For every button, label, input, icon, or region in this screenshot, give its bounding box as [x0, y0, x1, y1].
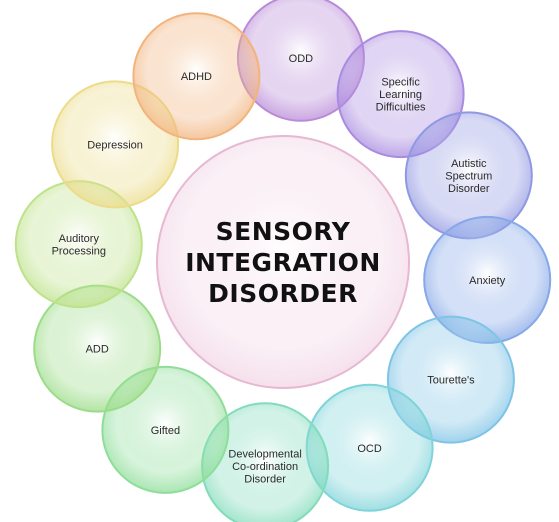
label-depression: Depression [87, 139, 143, 151]
label-ocd: OCD [357, 443, 382, 455]
circle-adhd [132, 12, 261, 141]
label-odd: ODD [289, 53, 314, 65]
outer-circles [14, 0, 552, 522]
center-circle [156, 135, 410, 389]
label-anxiety: Anxiety [469, 275, 506, 287]
label-add: ADD [86, 344, 109, 356]
label-gifted: Gifted [151, 425, 180, 437]
label-tourettes: Tourette's [427, 375, 475, 387]
label-adhd: ADHD [181, 71, 212, 83]
